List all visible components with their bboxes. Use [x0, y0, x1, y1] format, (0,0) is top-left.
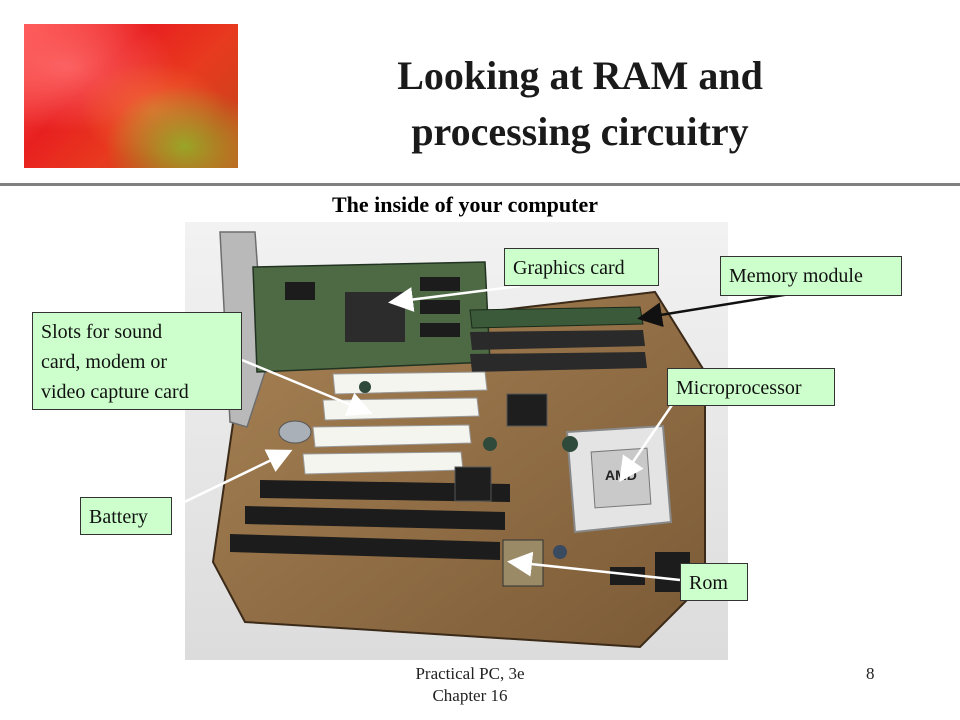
callout-battery: Battery — [80, 497, 172, 535]
slide-title: Looking at RAM and processing circuitry — [300, 48, 860, 160]
callout-rom-text: Rom — [689, 572, 728, 594]
page-number: 8 — [866, 664, 875, 683]
callout-memory-module-text: Memory module — [729, 265, 863, 287]
callout-slots-line-1: Slots for sound — [41, 321, 163, 343]
footer-chapter: Chapter 16 — [432, 686, 508, 705]
callout-memory-module: Memory module — [720, 256, 902, 296]
motherboard-illustration: AMD — [185, 222, 728, 660]
callout-slots: Slots for sound card, modem or video cap… — [32, 312, 242, 410]
callout-slots-line-3: video capture card — [41, 381, 189, 403]
callout-microprocessor-text: Microprocessor — [676, 377, 802, 399]
callout-rom: Rom — [680, 563, 748, 601]
title-line-2: processing circuitry — [411, 109, 749, 154]
footer-course-title: Practical PC, 3e — [415, 664, 525, 683]
callout-graphics-card: Graphics card — [504, 248, 659, 286]
slide-subtitle: The inside of your computer — [331, 192, 599, 217]
callout-microprocessor: Microprocessor — [667, 368, 835, 406]
title-divider — [0, 183, 960, 186]
motherboard-photo: AMD — [185, 222, 728, 660]
callout-slots-line-2: card, modem or — [41, 351, 168, 373]
cpu-chip-label: AMD — [605, 467, 637, 483]
decorative-logo-block — [24, 24, 238, 168]
callout-battery-text: Battery — [89, 506, 148, 528]
callout-graphics-card-text: Graphics card — [513, 257, 625, 279]
footer-course-info: Practical PC, 3e Chapter 16 — [380, 663, 560, 707]
title-line-1: Looking at RAM and — [397, 53, 763, 98]
